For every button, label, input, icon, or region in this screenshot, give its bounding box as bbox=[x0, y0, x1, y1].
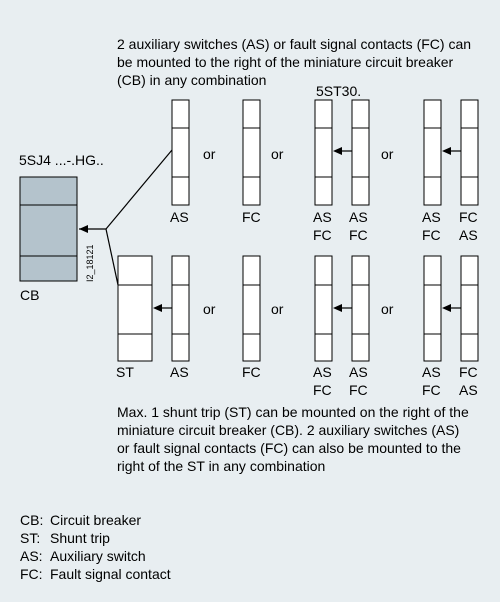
legend-text: Shunt trip bbox=[50, 530, 110, 546]
legend-abbr: AS: bbox=[20, 548, 43, 564]
row2-label-as: AS bbox=[170, 364, 189, 380]
bottom-note-line-1: Max. 1 shunt trip (ST) can be mounted on… bbox=[117, 404, 469, 420]
row1-arrow-4 bbox=[442, 147, 461, 155]
bottom-note-line-3: or fault signal contacts (FC) can also b… bbox=[117, 440, 461, 456]
row1-label-c5b: FC bbox=[422, 227, 441, 243]
bottom-note-line-2: miniature circuit breaker (CB). 2 auxili… bbox=[117, 422, 460, 438]
series-label: 5ST30. bbox=[316, 83, 361, 99]
row1-label-c5a: AS bbox=[422, 209, 441, 225]
row1-label-c4a: AS bbox=[349, 209, 368, 225]
top-note-line-1: 2 auxiliary switches (AS) or fault signa… bbox=[117, 36, 472, 52]
row2-label-c5a: AS bbox=[422, 364, 441, 380]
row2-label-fc: FC bbox=[242, 364, 261, 380]
row2-module-pair-4 bbox=[423, 255, 479, 362]
legend-text: Circuit breaker bbox=[50, 512, 142, 528]
row1-or-3: or bbox=[381, 146, 394, 162]
device-label: 5SJ4 ...-.HG.. bbox=[19, 152, 104, 168]
legend-abbr: ST: bbox=[20, 530, 41, 546]
arrow-left-icon bbox=[442, 304, 451, 312]
row1-or-1: or bbox=[203, 146, 216, 162]
figure-code: I2_18121 bbox=[85, 244, 95, 282]
row2-label-c5b: FC bbox=[422, 382, 441, 398]
row1-label-c3a: AS bbox=[313, 209, 332, 225]
row2-label-c4b: FC bbox=[349, 382, 368, 398]
row1-module-pair-3 bbox=[314, 99, 370, 206]
row2-or-2: or bbox=[271, 301, 284, 317]
row2-module-as bbox=[171, 255, 190, 362]
legend-item-cb: CB: Circuit breaker bbox=[20, 511, 141, 529]
row1-module-fc bbox=[242, 99, 261, 206]
row1-label-fc: FC bbox=[242, 209, 261, 225]
legend-item-fc: FC: Fault signal contact bbox=[20, 565, 171, 583]
legend-item-as: AS: Auxiliary switch bbox=[20, 547, 146, 565]
legend-text: Fault signal contact bbox=[50, 566, 171, 582]
legend-abbr: FC: bbox=[20, 566, 43, 582]
row2-module-pair-3 bbox=[314, 255, 370, 362]
row1-label-c6a: FC bbox=[459, 209, 478, 225]
row1-label-c6b: AS bbox=[459, 227, 478, 243]
row1-label-as: AS bbox=[170, 209, 189, 225]
legend-item-st: ST: Shunt trip bbox=[20, 529, 110, 547]
cb-label: CB bbox=[20, 287, 39, 303]
row2-arrow-3 bbox=[333, 304, 352, 312]
row2-module-fc bbox=[242, 255, 261, 362]
row2-label-c6b: AS bbox=[459, 382, 478, 398]
arrow-left-icon bbox=[333, 304, 342, 312]
cb-arrow-icon bbox=[79, 225, 88, 233]
row2-arrow-4 bbox=[442, 304, 461, 312]
row2-label-st: ST bbox=[116, 364, 134, 380]
bottom-note-line-4: right of the ST in any combination bbox=[117, 458, 326, 474]
row1-module-pair-4 bbox=[423, 99, 479, 206]
row1-label-c4b: FC bbox=[349, 227, 368, 243]
row2-or-3: or bbox=[381, 301, 394, 317]
circuit-breaker bbox=[19, 176, 78, 282]
row1-module-as bbox=[171, 99, 190, 206]
row2-shunt-trip bbox=[117, 255, 153, 362]
row1-arrow-3 bbox=[333, 147, 352, 155]
row2-label-c6a: FC bbox=[459, 364, 478, 380]
arrow-left-icon bbox=[153, 304, 162, 312]
row1-or-2: or bbox=[271, 146, 284, 162]
legend-abbr: CB: bbox=[20, 512, 44, 528]
row2-label-c4a: AS bbox=[349, 364, 368, 380]
top-note-line-2: be mounted to the right of the miniature… bbox=[117, 54, 454, 70]
row2-label-c3b: FC bbox=[313, 382, 332, 398]
arrow-left-icon bbox=[442, 147, 451, 155]
row2-label-c3a: AS bbox=[313, 364, 332, 380]
row1-label-c3b: FC bbox=[313, 227, 332, 243]
row2-arrow-st bbox=[153, 304, 172, 312]
arrow-left-icon bbox=[333, 147, 342, 155]
top-note-line-3: (CB) in any combination bbox=[117, 72, 267, 88]
row2-or-1: or bbox=[203, 301, 216, 317]
legend-text: Auxiliary switch bbox=[50, 548, 146, 564]
